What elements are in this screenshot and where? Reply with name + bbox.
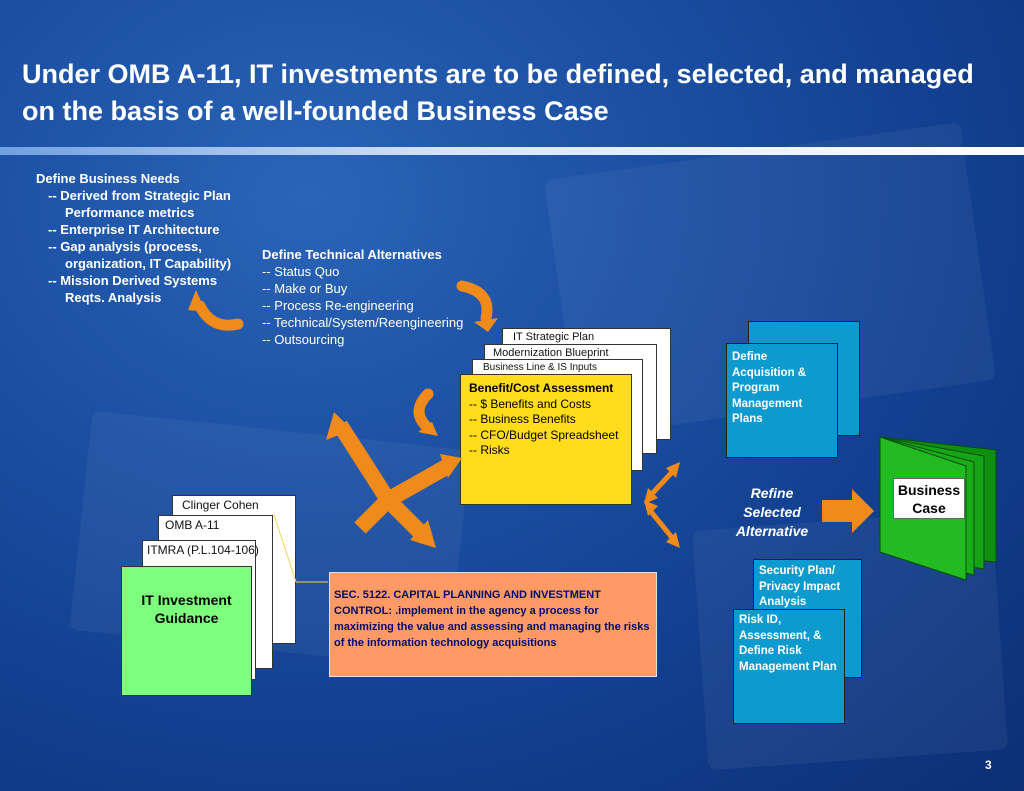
business-needs-line: -- Mission Derived Systems	[48, 273, 218, 288]
doc-label: Modernization Blueprint	[493, 347, 609, 359]
business-needs-line: Reqts. Analysis	[65, 290, 162, 305]
acquisition-plans-box: Define Acquisition & Program Management …	[726, 343, 838, 458]
technical-alternative-item: -- Status Quo	[262, 264, 340, 279]
technical-alternative-item: -- Process Re-engineering	[262, 298, 414, 313]
technical-alternatives-heading: Define Technical Alternatives	[262, 247, 442, 262]
benefit-cost-item: -- Business Benefits	[469, 412, 576, 426]
business-case-label: Business Case	[893, 478, 965, 519]
three-way-arrow-icon	[326, 412, 462, 548]
curved-arrow-icon	[456, 280, 498, 332]
benefit-cost-box: Benefit/Cost Assessment -- $ Benefits an…	[460, 374, 632, 505]
business-needs-line: Performance metrics	[65, 205, 195, 220]
business-needs-text: Define Business Needs -- Derived from St…	[36, 170, 268, 306]
benefit-cost-heading: Benefit/Cost Assessment	[469, 381, 614, 395]
business-needs-line: -- Derived from Strategic Plan	[48, 188, 231, 203]
technical-alternative-item: -- Make or Buy	[262, 281, 348, 296]
benefit-cost-item: -- $ Benefits and Costs	[469, 396, 592, 411]
curved-arrow-icon	[413, 388, 438, 436]
doc-label: IT Strategic Plan	[513, 331, 595, 343]
title-divider	[0, 147, 1024, 155]
connector-line	[273, 514, 328, 583]
double-arrow-icon	[644, 462, 680, 548]
business-needs-line: -- Gap analysis (process,	[48, 239, 202, 254]
it-investment-guidance-box: IT Investment Guidance	[121, 566, 252, 696]
benefit-cost-item: -- CFO/Budget Spreadsheet	[469, 427, 619, 442]
refine-selected-alternative-label: Refine Selected Alternative	[735, 485, 809, 539]
slide-title: Under OMB A-11, IT investments are to be…	[22, 59, 974, 126]
curved-arrow-icon	[188, 290, 244, 331]
risk-text: Risk ID, Assessment, & Define Risk Manag…	[739, 614, 837, 673]
technical-alternative-item: -- Technical/System/Reengineering	[262, 315, 464, 330]
block-arrow-icon	[822, 489, 874, 533]
acquisition-text: Define Acquisition & Program Management …	[732, 351, 807, 425]
benefit-cost-item: -- Risks	[469, 443, 510, 457]
sec-5122-text: SEC. 5122. CAPITAL PLANNING AND INVESTME…	[334, 589, 650, 649]
doc-label: ITMRA (P.L.104-106)	[147, 543, 259, 557]
guidance-label: IT Investment Guidance	[141, 592, 232, 626]
risk-management-box: Risk ID, Assessment, & Define Risk Manag…	[733, 609, 845, 724]
sec-5122-box: SEC. 5122. CAPITAL PLANNING AND INVESTME…	[329, 572, 657, 677]
business-needs-line: -- Enterprise IT Architecture	[48, 222, 220, 237]
technical-alternatives-text: Define Technical Alternatives -- Status …	[262, 246, 502, 348]
doc-label: OMB A-11	[165, 518, 220, 532]
doc-label: Clinger Cohen	[182, 498, 259, 512]
technical-alternative-item: -- Outsourcing	[262, 332, 345, 347]
business-needs-line: organization, IT Capability)	[65, 256, 232, 271]
business-needs-heading: Define Business Needs	[36, 171, 180, 186]
security-text: Security Plan/ Privacy Impact Analysis	[759, 565, 841, 608]
page-number: 3	[985, 758, 992, 772]
doc-label: Business Line & IS Inputs	[483, 362, 597, 373]
